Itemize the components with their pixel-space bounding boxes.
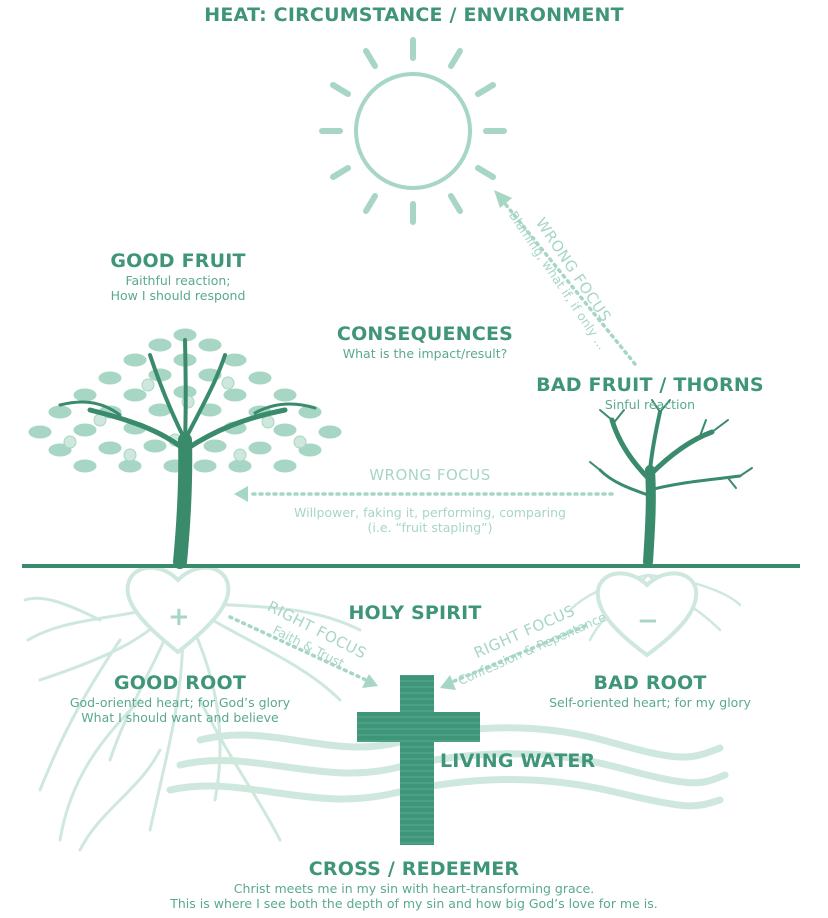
- wrong-focus-horizontal-arrow: [234, 486, 614, 502]
- cross-icon: [357, 675, 480, 845]
- wrong-focus-horizontal-text: Willpower, faking it, performing, compar…: [250, 505, 610, 535]
- bad-root-symbol: −: [637, 606, 659, 636]
- consequences-title: CONSEQUENCES: [336, 323, 514, 345]
- bad-root-title: BAD ROOT: [593, 672, 707, 694]
- wrong-focus-horizontal-title: WRONG FOCUS: [369, 466, 491, 484]
- good-fruit-line2: How I should respond: [110, 287, 246, 303]
- good-root-symbol: +: [168, 602, 190, 632]
- right-focus-right-arrow: [440, 624, 587, 690]
- bad-fruit-title: BAD FRUIT / THORNS: [536, 374, 764, 396]
- right-focus-left-arrow: [228, 615, 378, 688]
- good-root-line2: What I should want and believe: [81, 709, 279, 725]
- bad-heart-icon: [595, 571, 699, 658]
- cross-line1: Christ meets me in my sin with heart-tra…: [233, 880, 595, 896]
- cross-line2: This is where I see both the depth of my…: [170, 895, 658, 911]
- consequences-subtitle: What is the impact/result?: [342, 345, 508, 361]
- living-water-title: LIVING WATER: [440, 750, 596, 772]
- bad-root-label: BAD ROOT Self-oriented heart; for my glo…: [530, 672, 770, 710]
- cross-title: CROSS / REDEEMER: [308, 858, 520, 880]
- leafy-tree-icon: [27, 327, 343, 569]
- consequences-label: CONSEQUENCES What is the impact/result?: [305, 323, 545, 361]
- heat-title: HEAT: CIRCUMSTANCE / ENVIRONMENT: [204, 4, 624, 26]
- bad-fruit-label: BAD FRUIT / THORNS Sinful reaction: [535, 374, 765, 412]
- sun-icon: [319, 37, 507, 225]
- good-fruit-line1: Faithful reaction;: [125, 272, 231, 288]
- good-fruit-title: GOOD FRUIT: [110, 250, 246, 272]
- good-fruit-label: GOOD FRUIT Faithful reaction; How I shou…: [78, 250, 278, 303]
- wrong-focus-horizontal-line2: (i.e. “fruit stapling”): [367, 520, 493, 535]
- bad-root-subtitle: Self-oriented heart; for my glory: [549, 694, 751, 710]
- cross-label: CROSS / REDEEMER Christ meets me in my s…: [0, 858, 828, 911]
- good-root-line1: God-oriented heart; for God’s glory: [69, 694, 291, 710]
- wrong-focus-diagonal-arrow: [494, 190, 637, 366]
- good-root-title: GOOD ROOT: [114, 672, 246, 694]
- good-root-label: GOOD ROOT God-oriented heart; for God’s …: [40, 672, 320, 725]
- dead-tree-icon: [589, 399, 753, 567]
- holy-spirit-title: HOLY SPIRIT: [348, 602, 482, 624]
- bad-fruit-subtitle: Sinful reaction: [604, 396, 696, 412]
- good-heart-icon: [125, 565, 231, 655]
- wrong-focus-horizontal-line1: Willpower, faking it, performing, compar…: [294, 505, 566, 520]
